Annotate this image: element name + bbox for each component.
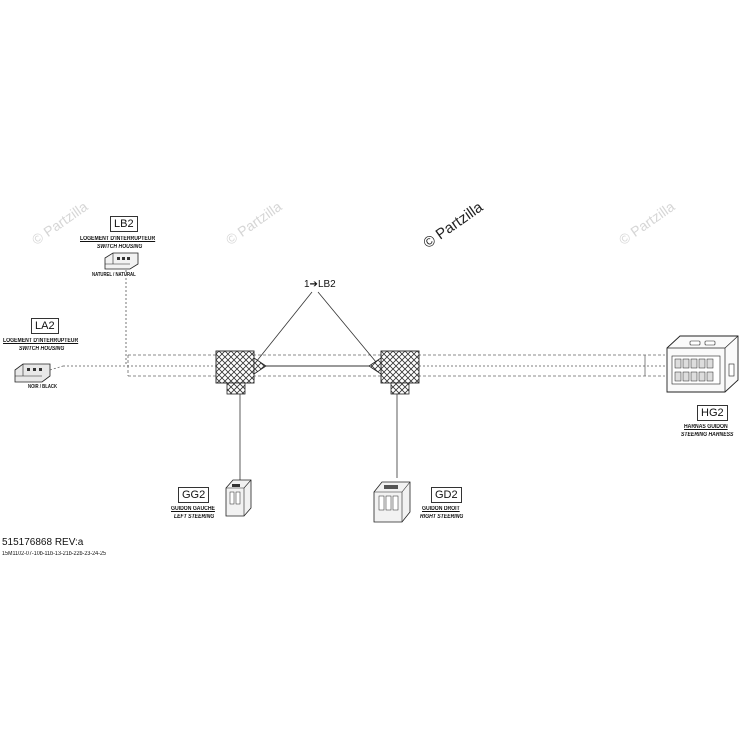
gd2-tag: GD2 (431, 487, 462, 503)
hg2-name-fr: HARNAS GUIDON (684, 424, 728, 430)
la2-name-en: SWITCH HOUSING (19, 346, 65, 352)
model-codes: 15M1102-07-10b-11b-13-21b-22b-23-24-25 (2, 551, 106, 557)
lb2-color: NATUREL / NATURAL (92, 272, 136, 278)
hg2-tag: HG2 (697, 405, 728, 421)
la2-color: NOIR / BLACK (28, 384, 58, 390)
gg2-tag: GG2 (178, 487, 210, 503)
gd2-name-en: RIGHT STEERING (420, 514, 464, 520)
la2-name-fr: LOGEMENT D'INTERRUPTEUR (3, 338, 79, 344)
gd2-name-fr: GUIDON DROIT (422, 506, 460, 512)
splice-line-right (317, 291, 377, 363)
junction-right (368, 350, 420, 478)
lb2-name-fr: LOGEMENT D'INTERRUPTEUR (80, 236, 156, 242)
la2-connector-icon (14, 363, 64, 383)
lb2-name-en: SWITCH HOUSING (97, 244, 143, 250)
gg2-connector-icon (225, 479, 252, 517)
hg2-name-en: STEERING HARNESS (681, 432, 734, 438)
splice-reference: 1➔LB2 (304, 279, 336, 290)
hg2-connector-icon (666, 335, 739, 393)
lb2-connector-icon (104, 252, 139, 270)
splice-line-left (255, 291, 313, 363)
gd2-connector-icon (373, 481, 411, 523)
gg2-name-fr: GUIDON GAUCHE (171, 506, 215, 512)
gg2-name-en: LEFT STEERING (174, 514, 215, 520)
harness-sleeve (127, 354, 665, 377)
la2-tag: LA2 (31, 318, 59, 334)
junction-left (215, 350, 267, 480)
part-number: 515176868 REV:a (2, 537, 84, 548)
lb2-tag: LB2 (110, 216, 138, 232)
